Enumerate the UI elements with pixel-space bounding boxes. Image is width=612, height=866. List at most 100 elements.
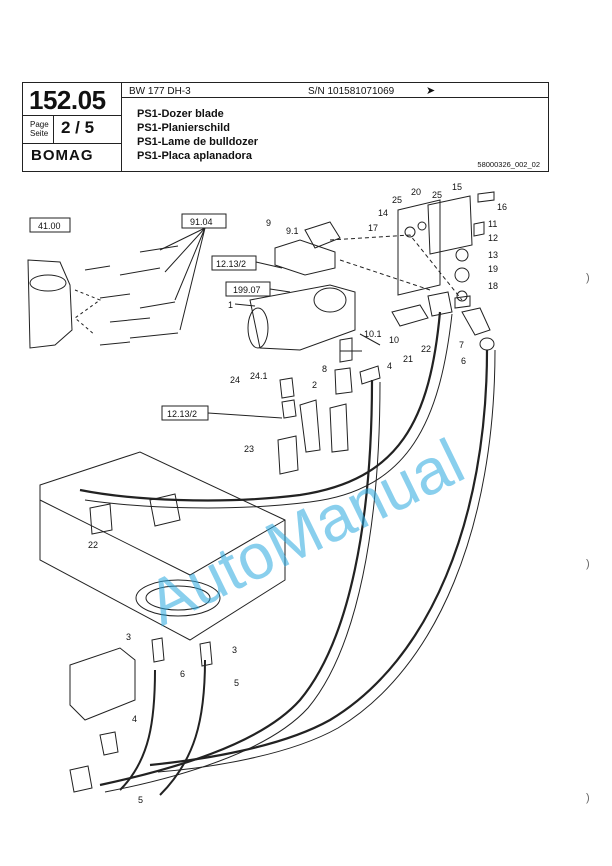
fitting-3-left (151, 637, 165, 663)
page-number: 152.05 (29, 85, 106, 115)
callout: 10 (389, 335, 399, 345)
hose-fitting-23 (277, 435, 299, 475)
ref-label: 41.00 (38, 221, 61, 231)
callout: 16 (497, 202, 507, 212)
callout: 13 (488, 250, 498, 260)
inset-port (29, 274, 67, 292)
title-block: 152.05 Page Seite 2 / 5 BOMAG BW 177 DH-… (22, 82, 549, 172)
watermark: AutoManual (136, 425, 475, 639)
callout: 14 (378, 208, 388, 218)
title-es: PS1-Placa aplanadora (137, 150, 252, 162)
ref-label: 12.13/2 (167, 409, 197, 419)
callout: 25 (392, 195, 402, 205)
hose-fitting-2 (329, 403, 349, 453)
page-label-text: Page Seite (30, 120, 49, 138)
hose-lower-5 (159, 659, 206, 796)
divider (23, 143, 121, 144)
callout: 20 (411, 187, 421, 197)
margin-mark: ) (586, 272, 590, 284)
callout: 21 (403, 354, 413, 364)
fitting-2 (334, 367, 353, 395)
callout: 12 (488, 233, 498, 243)
washer-25 (417, 221, 427, 231)
callout: 9.1 (286, 226, 299, 236)
title-fr: PS1-Lame de bulldozer (137, 136, 259, 148)
margin-mark: ) (586, 558, 590, 570)
inset-dashed-lines (74, 289, 102, 336)
callout: 25 (432, 190, 442, 200)
serial-number: S/N 101581071069 (308, 86, 395, 97)
callout: 18 (488, 281, 498, 291)
callout: 8 (322, 364, 327, 374)
hose-lower-6 (119, 669, 156, 791)
callout: 10.1 (364, 329, 382, 339)
adapter (281, 399, 297, 419)
callout: 2 (312, 380, 317, 390)
tank-filler-inner (145, 585, 211, 611)
title-de: PS1-Planierschild (137, 122, 230, 134)
ref-box-91-04 (181, 213, 227, 229)
bracket (397, 199, 441, 296)
callout: 5 (234, 678, 239, 688)
ref-box-12-13-2-upper (211, 255, 257, 271)
ref-label: 199.07 (233, 285, 261, 295)
model-name: BW 177 DH-3 (129, 86, 191, 97)
hose-4-to-5 (99, 379, 374, 787)
tank-valve (149, 493, 181, 527)
tank-edges (39, 485, 286, 576)
ref-box-41-00 (29, 217, 71, 233)
callout: 4 (387, 361, 392, 371)
elbow-21 (391, 304, 429, 327)
callout: 3 (232, 645, 237, 655)
callout: 11 (488, 219, 497, 229)
nut-12 (455, 248, 469, 262)
elbow-4 (359, 365, 381, 385)
fitting-3-right (199, 641, 213, 667)
title-en: PS1-Dozer blade (137, 108, 224, 120)
pump-port (313, 287, 347, 313)
leader-lines (207, 261, 381, 419)
hose-6 (149, 349, 489, 767)
callout: 4 (132, 714, 137, 724)
hose-4-to-5-outline (104, 381, 381, 793)
page-label: Page Seite (30, 120, 49, 138)
bolt-18 (454, 295, 471, 309)
washer-14 (404, 226, 416, 238)
bolt-11 (473, 221, 485, 237)
divider (121, 83, 122, 171)
assembly-dashed-lines (329, 234, 463, 301)
divider (23, 115, 121, 116)
ref-label: 12.13/2 (216, 259, 246, 269)
nut-13 (454, 267, 470, 283)
next-arrow-icon: ➤ (426, 85, 436, 97)
valve-9 (304, 221, 341, 249)
callout: 19 (488, 264, 498, 274)
inset-pump-outline (27, 259, 73, 349)
callout: 6 (461, 356, 466, 366)
elbow-22 (427, 291, 453, 317)
callout: 6 (180, 669, 185, 679)
page-value: 2 / 5 (61, 118, 95, 137)
bracket-plate (427, 195, 473, 255)
callout: 3 (126, 632, 131, 642)
brand-logo: BOMAG (31, 147, 94, 164)
bracket-clip (299, 399, 321, 453)
callout: 24.1 (250, 371, 268, 381)
bolt-15 (477, 191, 495, 203)
pump-shaft-end (247, 307, 269, 349)
callout: 15 (452, 182, 462, 192)
callout: 23 (244, 444, 254, 454)
title-list: PS1-Dozer blade PS1-Planierschild PS1-La… (137, 107, 258, 163)
callout: 24 (230, 375, 240, 385)
valve-block (69, 647, 136, 721)
divider (53, 115, 54, 143)
callout: 5 (138, 795, 143, 805)
callout: 9 (266, 218, 271, 228)
callout: 17 (368, 223, 378, 233)
hose-22 (79, 311, 442, 502)
pump-head (274, 239, 336, 276)
callout: 1 (228, 300, 233, 310)
margin-mark: ) (586, 792, 590, 804)
inset-fittings (84, 245, 179, 346)
